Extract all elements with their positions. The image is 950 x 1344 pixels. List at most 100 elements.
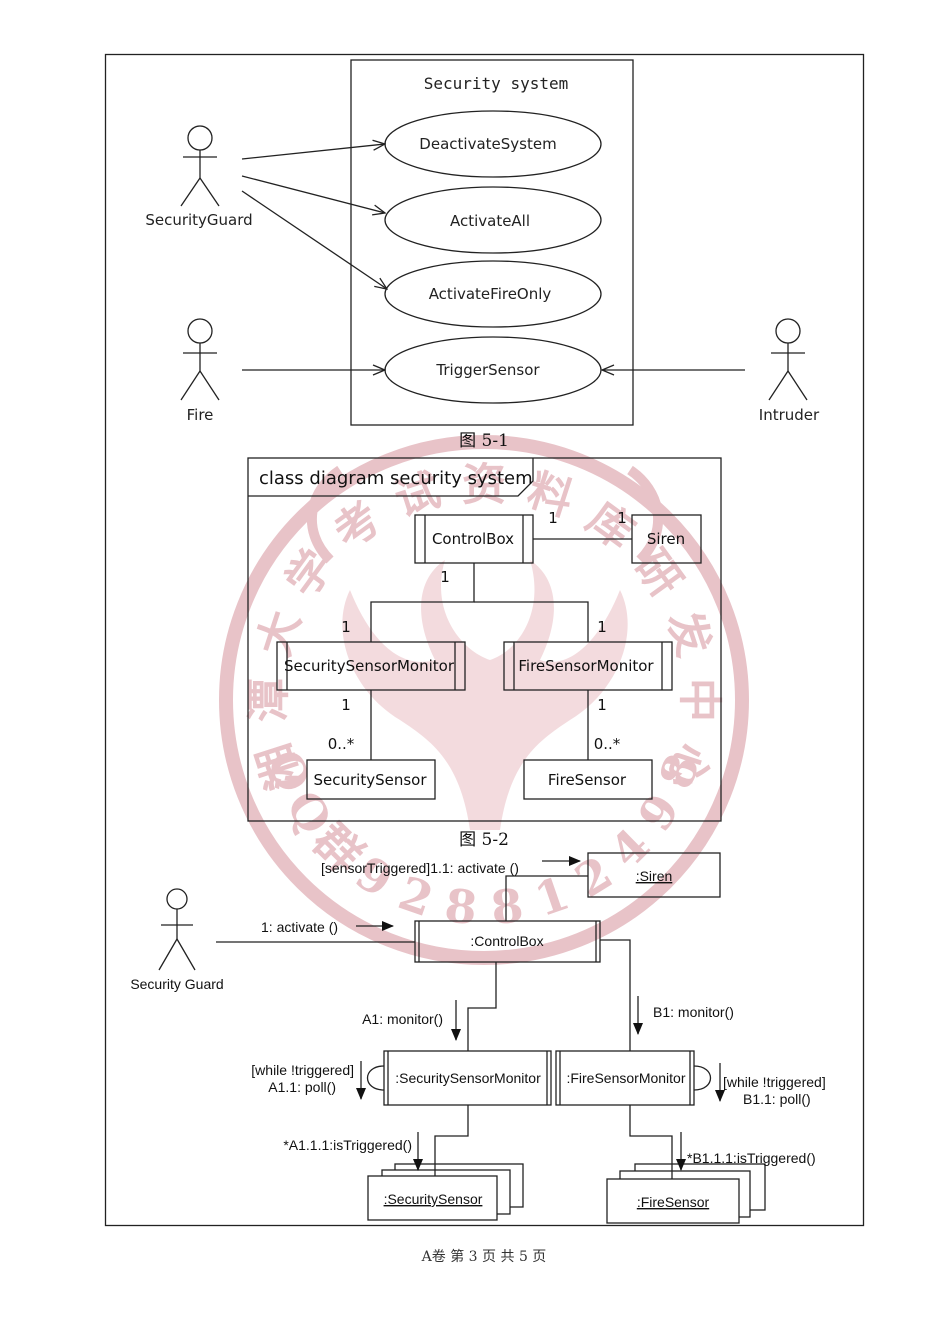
class-name: FireSensorMonitor <box>518 657 654 675</box>
system-boundary <box>350 59 634 426</box>
watermark-char: 大 <box>248 605 310 663</box>
class-controlbox[interactable]: ControlBox <box>414 514 534 564</box>
object-name: :SecuritySensor <box>384 1191 483 1207</box>
watermark-antler-right <box>627 465 663 564</box>
system-title: Security system <box>424 74 569 93</box>
usecase-deactivate-system[interactable]: DeactivateSystem <box>384 110 602 178</box>
multiplicity: 1 <box>548 509 558 527</box>
class-name: SecuritySensorMonitor <box>284 657 455 675</box>
message-a11-guard: [while !triggered] <box>251 1062 354 1078</box>
object-siren[interactable]: :Siren <box>587 852 721 898</box>
link-controlbox-ssm <box>467 962 497 1051</box>
figure-caption-5-1: 图 5-1 <box>459 431 509 451</box>
watermark-char: 研 <box>624 541 691 607</box>
link-fsm-fs <box>629 1105 673 1179</box>
association-controlbox-fsm <box>474 601 589 642</box>
actor-label: Security Guard <box>130 976 223 992</box>
class-fire-sensor-monitor[interactable]: FireSensorMonitor <box>503 641 673 691</box>
usecase-label: TriggerSensor <box>435 361 540 379</box>
message-activate: 1: activate () <box>261 919 338 935</box>
stick-figure-icon <box>180 125 220 207</box>
association-guard-deactivate <box>241 144 385 160</box>
object-name: :Siren <box>636 868 673 884</box>
usecase-trigger-sensor[interactable]: TriggerSensor <box>384 336 602 404</box>
watermark-deer-icon <box>342 560 628 830</box>
object-fire-sensor-monitor[interactable]: :FireSensorMonitor <box>555 1050 695 1106</box>
actor-security-guard[interactable]: SecurityGuard <box>145 125 253 229</box>
object-security-sensor-monitor[interactable]: :SecuritySensorMonitor <box>383 1050 552 1106</box>
association-controlbox-ssm <box>370 563 475 642</box>
self-loop-fsm <box>693 1065 711 1091</box>
figure-caption-5-2: 图 5-2 <box>459 830 509 850</box>
object-name: :FireSensorMonitor <box>566 1070 685 1086</box>
class-name: SecuritySensor <box>313 771 427 789</box>
multiplicity: 1 <box>440 568 450 586</box>
content-frame <box>104 53 865 1227</box>
watermark-char: 考 <box>325 493 391 560</box>
watermark-char: 库 <box>578 493 644 560</box>
link-controlbox-fsm <box>600 939 631 1051</box>
watermark-char: 潭 <box>244 678 295 722</box>
watermark-ring <box>219 435 749 965</box>
message-a11-poll: A1.1: poll() <box>268 1079 336 1095</box>
watermark-char: 中 <box>674 678 725 722</box>
usecase-activate-all[interactable]: ActivateAll <box>384 186 602 254</box>
actor-label: SecurityGuard <box>145 211 252 229</box>
object-security-sensor-multi[interactable]: :SecuritySensor <box>367 1163 524 1221</box>
link-controlbox-siren <box>505 875 588 921</box>
object-name: :ControlBox <box>470 933 543 949</box>
message-b1-monitor: B1: monitor() <box>653 1004 734 1020</box>
usecase-diagram: Security system DeactivateSystem Activat… <box>145 59 820 426</box>
message-a1-monitor: A1: monitor() <box>362 1011 443 1027</box>
object-name: :SecuritySensorMonitor <box>395 1070 541 1086</box>
class-name: FireSensor <box>548 771 627 789</box>
frame-title: class diagram security system <box>259 468 533 489</box>
message-siren-activate: [sensorTriggered]1.1: activate () <box>321 860 519 876</box>
object-name: :FireSensor <box>637 1194 710 1210</box>
watermark-char: 学 <box>277 541 344 607</box>
actor-intruder[interactable]: Intruder <box>759 318 820 424</box>
link-ssm-ss <box>434 1105 469 1176</box>
multiplicity: 0..* <box>594 735 621 753</box>
multiplicity: 1 <box>341 618 351 636</box>
actor-label: Fire <box>187 406 214 424</box>
stick-figure-icon <box>768 318 808 401</box>
watermark-char: 9 <box>628 784 691 840</box>
actor-security-guard-comm[interactable]: Security Guard <box>130 888 224 992</box>
multiplicity: 1 <box>597 696 607 714</box>
multiplicity: 1 <box>617 509 627 527</box>
class-name: Siren <box>647 530 685 548</box>
message-b111: *B1.1.1:isTriggered() <box>687 1150 816 1166</box>
association-guard-activatefireonly <box>241 190 387 289</box>
stick-figure-icon <box>180 318 220 401</box>
watermark-char: 8 <box>488 878 526 935</box>
watermark-char: 发 <box>657 605 719 663</box>
message-b11-guard: [while !triggered] <box>723 1074 826 1090</box>
multiplicity: 1 <box>597 618 607 636</box>
communication-diagram: Security Guard :Siren :ControlBox :Secur… <box>130 852 826 1224</box>
message-b11-poll: B1.1: poll() <box>743 1091 811 1107</box>
usecase-label: ActivateAll <box>450 212 530 230</box>
usecase-activate-fire-only[interactable]: ActivateFireOnly <box>384 260 602 328</box>
association-guard-activateall <box>241 175 385 213</box>
watermark-char: 资 <box>462 460 506 511</box>
message-a111: *A1.1.1:isTriggered() <box>283 1137 412 1153</box>
multiplicity: 0..* <box>328 735 355 753</box>
object-fire-sensor-multi[interactable]: :FireSensor <box>606 1163 766 1224</box>
actor-label: Intruder <box>759 406 820 424</box>
watermark-char: 1 <box>528 866 576 928</box>
class-diagram: class diagram security system ControlBox… <box>247 457 722 822</box>
frame-title-tab <box>248 458 534 497</box>
usecase-label: ActivateFireOnly <box>429 285 552 303</box>
watermark-char: 8 <box>442 878 480 935</box>
usecase-label: DeactivateSystem <box>419 135 556 153</box>
class-fire-sensor[interactable]: FireSensor <box>523 759 653 800</box>
multiplicity: 1 <box>341 696 351 714</box>
stick-figure-icon <box>158 888 196 971</box>
class-name: ControlBox <box>432 530 514 548</box>
diagram-frame <box>247 457 722 822</box>
actor-fire[interactable]: Fire <box>180 318 220 424</box>
self-loop-ssm <box>367 1065 385 1091</box>
watermark-antler-left <box>307 465 343 564</box>
